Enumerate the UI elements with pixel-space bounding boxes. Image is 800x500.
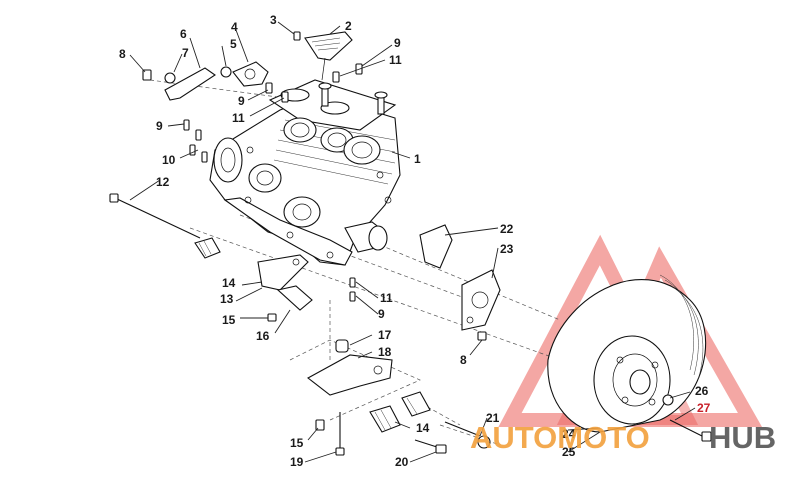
watermark-text: AUTOMOTO HUB — [470, 420, 776, 455]
callout-8-lower: 8 — [460, 353, 467, 367]
part-16-spacer — [276, 285, 313, 311]
callout-24: 24 — [562, 427, 576, 441]
callout-labels: 1 2 3 4 5 6 7 8 8 9 9 9 9 10 11 11 11 12… — [119, 13, 711, 469]
callout-6: 6 — [180, 27, 187, 41]
engine-assembly — [209, 79, 401, 266]
callout-15-upper: 15 — [222, 313, 236, 327]
part-21-bolt — [444, 421, 491, 449]
callout-21: 21 — [486, 411, 500, 425]
part-18-mount-arm — [306, 354, 393, 396]
part-26-washer — [662, 394, 674, 406]
part-27-bolt — [669, 419, 712, 442]
callout-23: 23 — [500, 242, 514, 256]
callout-18: 18 — [378, 345, 392, 359]
callout-22: 22 — [500, 222, 514, 236]
callout-15-lower: 15 — [290, 436, 304, 450]
part-19-bolt — [335, 412, 345, 456]
part-20-bolt — [414, 439, 447, 454]
part-8-bolt-top — [142, 69, 152, 81]
callout-9-lower: 9 — [378, 307, 385, 321]
callout-17: 17 — [378, 328, 392, 342]
callout-19: 19 — [290, 455, 304, 469]
part-15-bolt-upper — [267, 313, 277, 322]
part-24-25-drive-clutch-belt — [547, 274, 707, 433]
part-22-bracket — [419, 224, 453, 269]
part-12-long-bolt — [109, 193, 201, 239]
part-17-bushing — [335, 339, 349, 353]
callout-13: 13 — [220, 292, 234, 306]
part-6-bracket — [164, 67, 216, 101]
callout-1: 1 — [414, 152, 421, 166]
callout-16: 16 — [256, 329, 270, 343]
callout-5: 5 — [230, 37, 237, 51]
callout-9-top-left: 9 — [238, 94, 245, 108]
callout-14-lower: 14 — [416, 421, 430, 435]
watermark-text-hub: HUB — [709, 420, 776, 455]
callout-12: 12 — [156, 175, 170, 189]
callout-11-top-right: 11 — [389, 53, 402, 67]
callout-3: 3 — [270, 13, 277, 27]
leader-lines — [129, 21, 696, 463]
part-9-11-dowels-top — [265, 63, 363, 103]
part-5-nut — [220, 66, 232, 78]
callout-8-top: 8 — [119, 47, 126, 61]
callout-26: 26 — [695, 384, 709, 398]
callout-14-upper: 14 — [222, 276, 236, 290]
callout-27: 27 — [697, 401, 711, 415]
part-14-mount-lower — [369, 391, 431, 433]
part-3-plug — [293, 31, 301, 41]
callout-11-lower: 11 — [380, 291, 393, 305]
part-14-mount-upper — [194, 237, 221, 259]
callout-11-top-left: 11 — [232, 111, 245, 125]
callout-7: 7 — [182, 46, 189, 60]
part-4-cap — [232, 61, 269, 87]
part-8-bolt-lower — [477, 331, 487, 341]
part-23-plate — [461, 269, 501, 331]
part-2-starter-handle — [304, 31, 353, 81]
callout-9-left: 9 — [156, 119, 163, 133]
callout-4: 4 — [231, 20, 238, 34]
watermark-text-automoto: AUTOMOTO — [470, 420, 650, 455]
part-13-bracket — [257, 254, 309, 291]
callout-9-top-right: 9 — [394, 36, 401, 50]
part-15-bolt-lower — [315, 419, 325, 431]
part-9-10-dowels-left — [183, 119, 208, 163]
callout-20: 20 — [395, 455, 409, 469]
callout-25: 25 — [562, 445, 576, 459]
callout-2: 2 — [345, 19, 352, 33]
callout-10: 10 — [162, 153, 176, 167]
part-11-9-dowels-lower — [349, 277, 356, 302]
